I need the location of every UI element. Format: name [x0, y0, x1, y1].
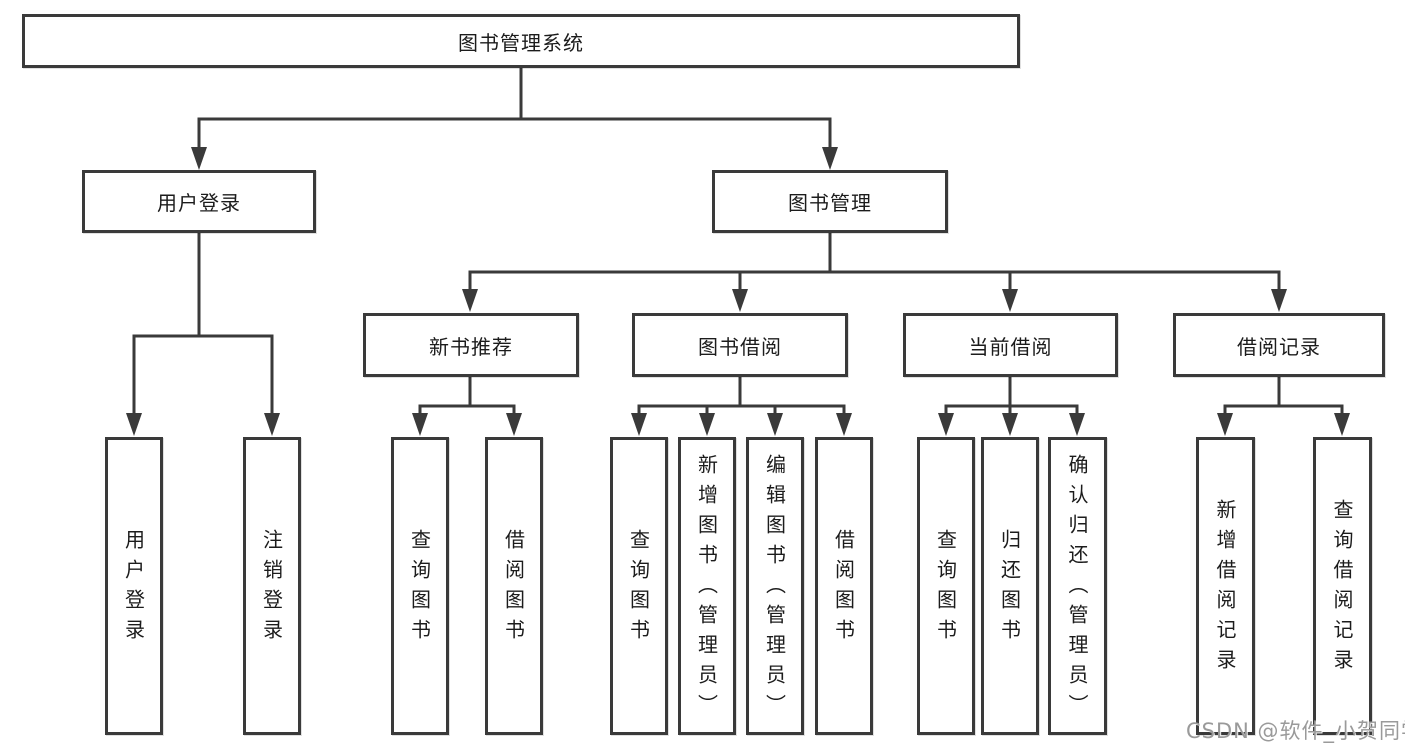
node-label: 当前借阅: [968, 334, 1053, 359]
node-label: 编辑图书（管理员）: [762, 454, 787, 724]
node-label: 新增图书（管理员）: [694, 454, 719, 724]
node-label: 用户登录: [157, 191, 241, 215]
node-leaf-borrow-books-recommend: 借阅图书: [485, 437, 543, 735]
node-leaf-add-borrow-record: 新增借阅记录: [1196, 437, 1255, 735]
node-label: 查询图书: [407, 529, 432, 649]
node-label: 注销登录: [259, 529, 284, 649]
node-leaf-confirm-return-admin: 确认归还（管理员）: [1048, 437, 1107, 735]
node-leaf-query-books-current: 查询图书: [917, 437, 975, 735]
arrowheads: [126, 147, 1350, 436]
node-book-management: 图书管理: [712, 170, 948, 233]
node-user-login: 用户登录: [82, 170, 316, 233]
node-leaf-query-books-borrowing: 查询图书: [610, 437, 668, 735]
node-book-borrowing: 图书借阅: [632, 313, 848, 377]
node-label: 确认归还（管理员）: [1065, 454, 1089, 724]
node-current-borrowing: 当前借阅: [903, 313, 1118, 377]
node-label: 新书推荐: [429, 334, 513, 359]
node-leaf-edit-books-admin: 编辑图书（管理员）: [746, 437, 804, 735]
node-leaf-add-books-admin: 新增图书（管理员）: [678, 437, 736, 735]
node-label: 新增借阅记录: [1213, 499, 1237, 679]
node-label: 图书管理系统: [458, 30, 584, 55]
node-label: 用户登录: [121, 529, 146, 649]
node-library-management-system: 图书管理系统: [22, 14, 1020, 68]
node-leaf-query-borrow-record: 查询借阅记录: [1313, 437, 1372, 735]
node-leaf-user-login: 用户登录: [105, 437, 163, 735]
node-new-book-recommendation: 新书推荐: [363, 313, 579, 377]
node-label: 图书借阅: [698, 334, 782, 359]
node-label: 借阅图书: [831, 529, 856, 649]
node-leaf-logout: 注销登录: [243, 437, 301, 735]
node-borrowing-records: 借阅记录: [1173, 313, 1385, 377]
csdn-watermark: CSDN @软件_小贺同学: [1186, 719, 1405, 743]
node-label: 借阅记录: [1237, 334, 1321, 359]
node-leaf-query-books-recommend: 查询图书: [391, 437, 449, 735]
node-leaf-borrow-books: 借阅图书: [815, 437, 873, 735]
node-label: 归还图书: [997, 529, 1022, 649]
node-label: 查询图书: [933, 529, 958, 649]
node-label: 图书管理: [788, 191, 872, 215]
node-leaf-return-books: 归还图书: [981, 437, 1039, 735]
node-label: 查询图书: [626, 529, 651, 649]
node-label: 借阅图书: [501, 529, 526, 649]
node-label: 查询借阅记录: [1330, 499, 1354, 679]
